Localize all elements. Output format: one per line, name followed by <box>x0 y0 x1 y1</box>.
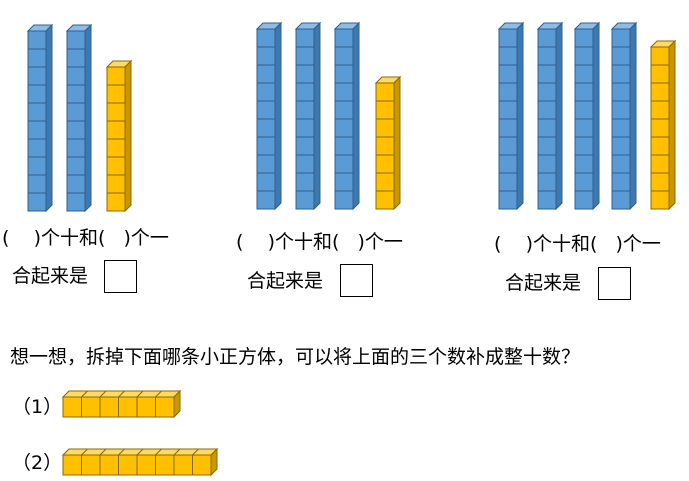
group-1-answer-box[interactable] <box>104 260 137 293</box>
group-3-sum-label: 合起来是 <box>505 272 582 294</box>
tens-rod <box>497 21 525 211</box>
group-1-blocks <box>26 23 133 213</box>
tens-rod <box>573 21 601 211</box>
ones-column <box>105 59 133 213</box>
tens-rod <box>65 23 93 213</box>
tens-rods <box>497 21 638 211</box>
tens-rod <box>333 21 361 211</box>
group-2-blocks <box>255 21 402 211</box>
option-1-cube-strip[interactable] <box>61 389 182 419</box>
group-1-prompt: ( )个十和( )个一 <box>2 227 169 249</box>
ones-cube-column <box>105 59 133 213</box>
tens-rod <box>294 21 322 211</box>
tens-rod <box>26 23 54 213</box>
group-1-sum-label: 合起来是 <box>12 265 89 287</box>
tens-rod <box>536 21 564 211</box>
ones-column <box>649 39 677 211</box>
tens-rod <box>610 21 638 211</box>
group-2-answer-box[interactable] <box>340 264 373 297</box>
group-2-sum-label: 合起来是 <box>247 270 324 292</box>
ones-cube-column <box>649 39 677 211</box>
option-1-label: （1） <box>12 396 63 418</box>
option-2-label: （2） <box>12 452 63 474</box>
tens-rod <box>255 21 283 211</box>
tens-rods <box>26 23 93 213</box>
option-2-cube-strip[interactable] <box>61 447 219 477</box>
group-3-prompt: ( )个十和( )个一 <box>494 233 661 255</box>
group-3-blocks <box>497 21 677 211</box>
group-3-answer-box[interactable] <box>598 267 631 300</box>
group-2-prompt: ( )个十和( )个一 <box>236 231 403 253</box>
tens-rods <box>255 21 361 211</box>
ones-cube-column <box>374 75 402 211</box>
question-text: 想一想，拆掉下面哪条小正方体，可以将上面的三个数补成整十数？ <box>10 346 581 368</box>
ones-column <box>374 75 402 211</box>
